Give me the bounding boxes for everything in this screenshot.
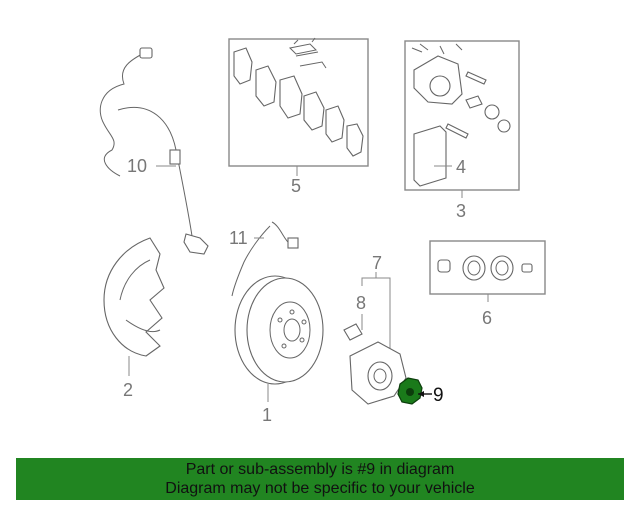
- sensor-connector: [139, 47, 153, 59]
- hub-nut-bore: [406, 388, 414, 396]
- rotor-disc-face: [246, 277, 324, 383]
- callout-10: 10: [127, 156, 147, 176]
- shield-plate: [103, 237, 165, 357]
- rotor-lug-holes: [277, 309, 307, 349]
- callout-7: 7: [372, 253, 382, 273]
- abs-wheel-sensor[interactable]: 10: [99, 47, 209, 255]
- sensor-clip: [169, 149, 181, 165]
- sensor-harness-loop: [99, 51, 147, 177]
- footer-notice: Part or sub-assembly is #9 in diagram Di…: [16, 458, 624, 500]
- leader-7: [361, 277, 391, 350]
- caliper-bracket: [413, 125, 447, 187]
- pad-kit-frame: [228, 38, 369, 167]
- callout-9: 9: [433, 385, 444, 406]
- brake-pad-kit[interactable]: 5: [228, 37, 369, 196]
- footer-line-1: Part or sub-assembly is #9 in diagram: [185, 461, 455, 478]
- caliper-small-parts: [411, 43, 511, 139]
- caliper-seal-kit[interactable]: 6: [429, 240, 546, 328]
- sensor-head: [183, 233, 209, 255]
- splash-shield[interactable]: 2: [103, 237, 165, 400]
- rotor-center-bore: [283, 318, 301, 342]
- caliper-assembly[interactable]: 4 3: [404, 40, 520, 221]
- caliper-piston-bore: [429, 75, 451, 97]
- brake-rotor[interactable]: 1: [234, 275, 324, 425]
- hub-bearing: [367, 361, 393, 391]
- rotor-hat: [269, 301, 311, 359]
- pad-clips: [288, 37, 327, 69]
- callout-4: 4: [456, 157, 466, 177]
- hub-assembly[interactable]: 7 8: [343, 253, 407, 405]
- seal-plug: [521, 263, 533, 273]
- callout-2: 2: [123, 380, 133, 400]
- hose-fitting: [287, 237, 299, 249]
- hub-bolt[interactable]: [343, 323, 363, 341]
- pad-shims: [233, 47, 364, 157]
- seal-ring-2: [490, 255, 514, 281]
- hub-nut-part-9[interactable]: 9: [397, 377, 444, 406]
- shield-ribs: [119, 259, 161, 333]
- seal-cap: [437, 259, 451, 273]
- callout-6: 6: [482, 308, 492, 328]
- callout-11: 11: [229, 228, 248, 248]
- seal-ring-1: [462, 255, 486, 281]
- callout-8: 8: [356, 293, 366, 313]
- footer-line-2: Diagram may not be specific to your vehi…: [165, 480, 475, 497]
- callout-5: 5: [291, 176, 301, 196]
- callout-3: 3: [456, 201, 466, 221]
- callout-1: 1: [262, 405, 272, 425]
- brake-hose[interactable]: 11: [229, 221, 299, 297]
